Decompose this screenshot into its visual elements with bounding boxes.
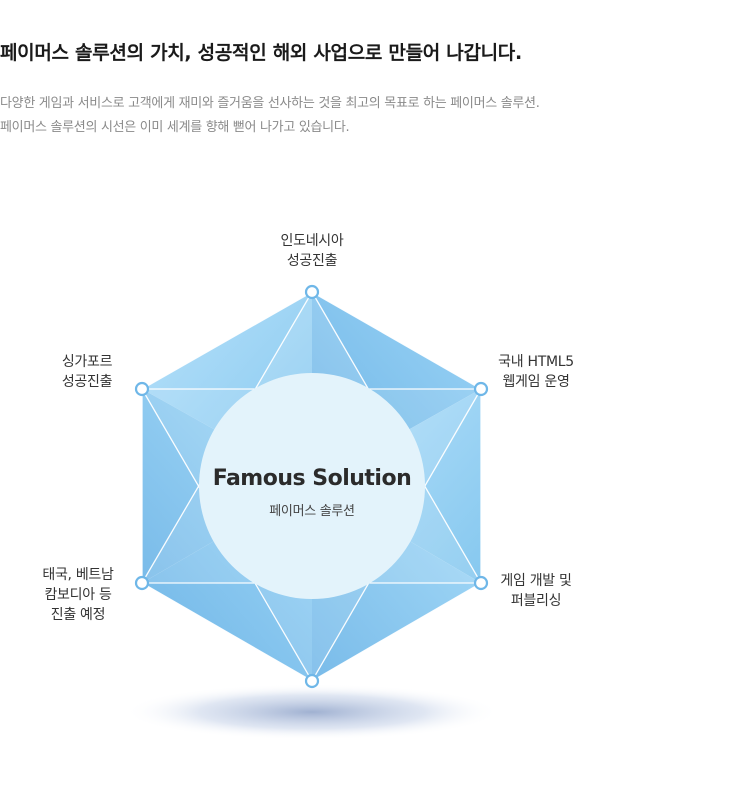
node-label-upper-right-line2: 웹게임 운영 [502, 374, 570, 390]
page-description: 다양한 게임과 서비스로 고객에게 재미와 즐거움을 선사하는 것을 최고의 목… [0, 92, 540, 140]
node-label-lower-left-line2: 캄보디아 등 [44, 587, 112, 603]
node-label-lower-right-line2: 퍼블리싱 [510, 593, 562, 609]
node-label-lower-right: 게임 개발 및 퍼블리싱 [486, 571, 586, 611]
node-upper-right [473, 381, 489, 397]
node-label-lower-left: 태국, 베트남 캄보디아 등 진출 예정 [28, 565, 128, 625]
node-bottom [304, 673, 320, 689]
description-line-1: 다양한 게임과 서비스로 고객에게 재미와 즐거움을 선사하는 것을 최고의 목… [0, 96, 540, 111]
node-label-upper-left: 싱가포르 성공진출 [37, 352, 137, 392]
center-subtitle: 페이머스 솔루션 [269, 504, 355, 519]
node-lower-right [473, 575, 489, 591]
node-upper-left [134, 381, 150, 397]
vertex-nodes [134, 284, 489, 689]
node-top [304, 284, 320, 300]
diagram-shadow [124, 684, 500, 740]
node-label-upper-right-line1: 국내 HTML5 [498, 354, 574, 370]
node-label-upper-left-line2: 성공진출 [61, 374, 113, 390]
node-label-lower-left-line3: 진출 예정 [50, 607, 106, 623]
node-label-lower-left-line1: 태국, 베트남 [42, 567, 114, 583]
page-heading: 페이머스 솔루션의 가치, 성공적인 해외 사업으로 만들어 나갑니다. [0, 42, 522, 64]
node-label-upper-left-line1: 싱가포르 [61, 354, 113, 370]
node-lower-left [134, 575, 150, 591]
node-label-top-line2: 성공진출 [286, 253, 338, 269]
center-circle [199, 373, 425, 599]
node-label-lower-right-line1: 게임 개발 및 [500, 573, 572, 589]
node-label-upper-right: 국내 HTML5 웹게임 운영 [486, 352, 586, 392]
node-label-top-line1: 인도네시아 [280, 233, 344, 249]
description-line-2: 페이머스 솔루션의 시선은 이미 세계를 향해 뻗어 나가고 있습니다. [0, 120, 350, 135]
center-title: Famous Solution [212, 466, 412, 491]
node-label-top: 인도네시아 성공진출 [262, 231, 362, 271]
